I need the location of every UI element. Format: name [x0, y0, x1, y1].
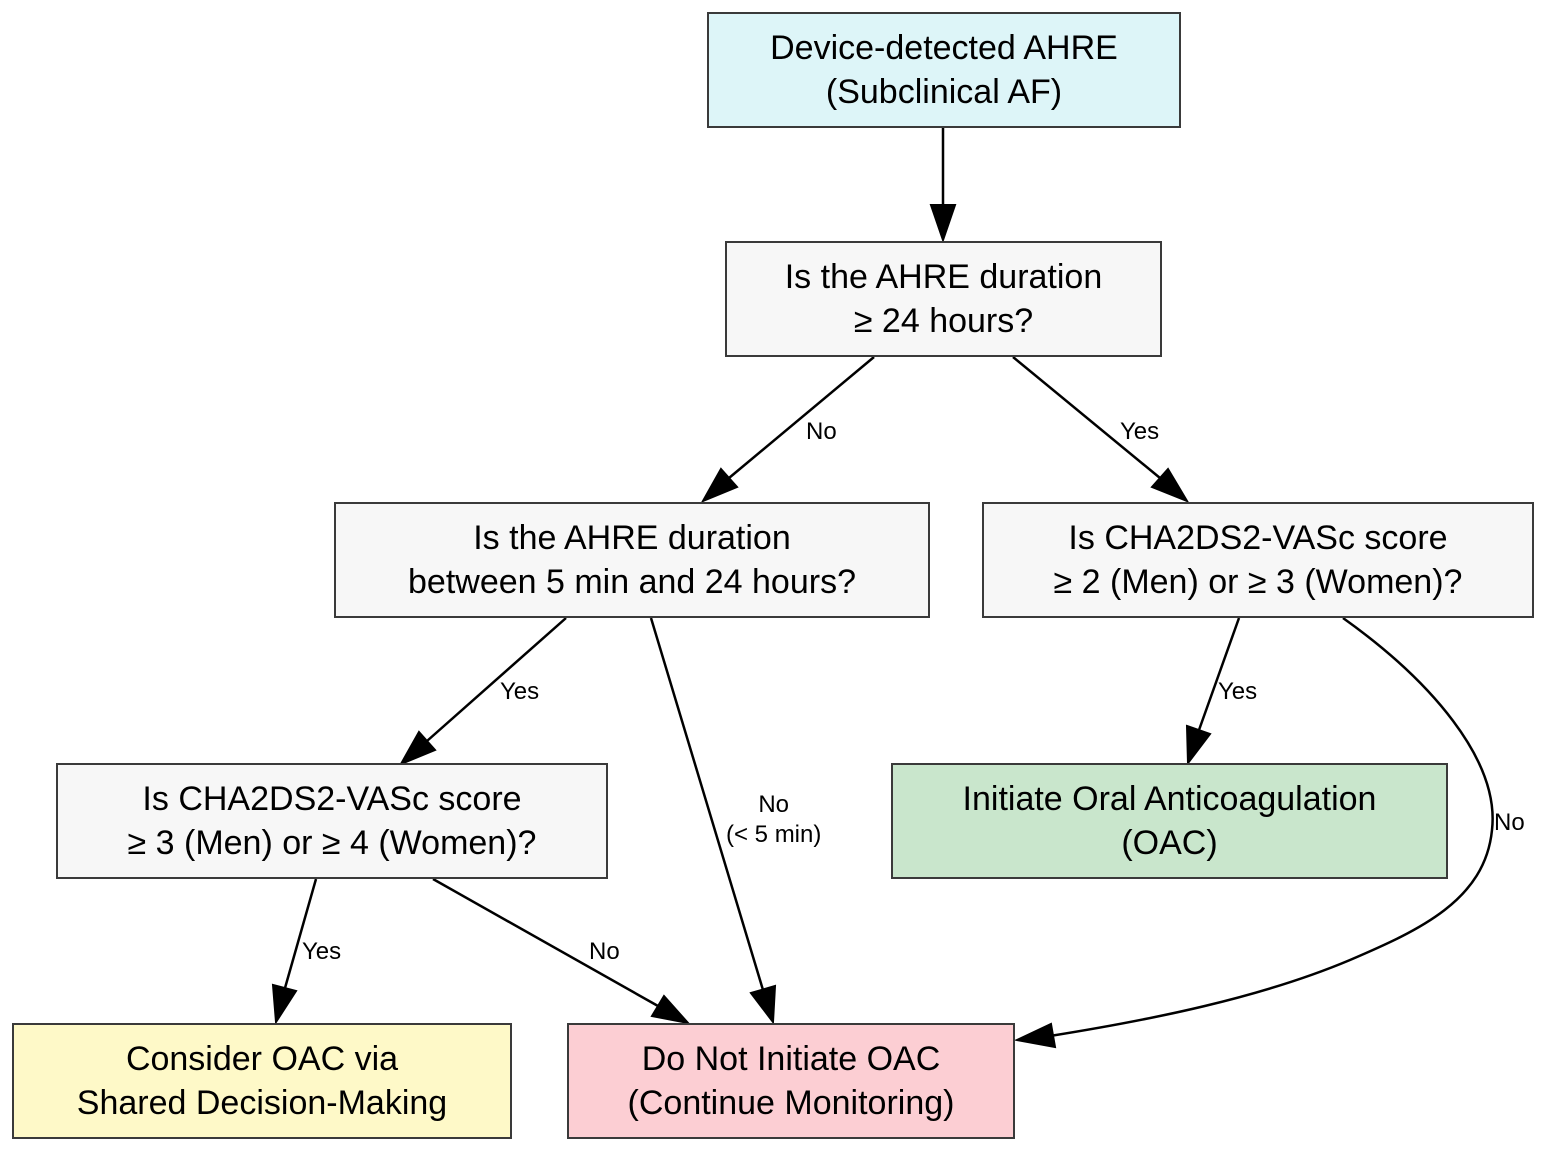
node-donot-line2: (Continue Monitoring)	[627, 1084, 955, 1122]
edge-label-q3-yes: Yes	[1218, 678, 1258, 705]
node-q3-chads-2-3: Is CHA2DS2-VASc score ≥ 2 (Men) or ≥ 3 (…	[982, 502, 1534, 618]
node-q1-line2: ≥ 24 hours?	[853, 302, 1034, 340]
edge-q3-to-donot	[1049, 616, 1494, 1038]
node-start-line1: Device-detected AHRE	[770, 29, 1118, 67]
arrowhead-q4-to-donot	[650, 994, 691, 1025]
node-q4-line1: Is CHA2DS2-VASc score	[142, 780, 522, 818]
arrowhead-q4-to-consider	[271, 983, 298, 1026]
node-q2-line2: between 5 min and 24 hours?	[408, 563, 856, 601]
arrowhead-q2-to-q4	[398, 730, 437, 767]
edge-label-q2-no-line2: (< 5 min)	[726, 821, 822, 848]
node-start: Device-detected AHRE (Subclinical AF)	[707, 12, 1181, 128]
node-do-not-initiate-oac: Do Not Initiate OAC (Continue Monitoring…	[567, 1023, 1015, 1139]
node-consider-oac: Consider OAC via Shared Decision-Making	[12, 1023, 512, 1139]
node-q1-duration-24h: Is the AHRE duration ≥ 24 hours?	[725, 241, 1162, 357]
arrowhead-q1-to-q2	[700, 467, 739, 504]
edge-q1-to-q3	[1012, 356, 1161, 479]
edge-q3-to-initiate	[1197, 617, 1241, 731]
edge-label-q4-yes: Yes	[302, 938, 342, 965]
edge-label-q1-no: No	[806, 418, 837, 445]
node-donot-line1: Do Not Initiate OAC	[641, 1040, 941, 1078]
edge-q2-to-q4	[426, 617, 567, 742]
node-consider-line2: Shared Decision-Making	[76, 1084, 448, 1122]
node-q4-chads-3-4: Is CHA2DS2-VASc score ≥ 3 (Men) or ≥ 4 (…	[56, 763, 608, 879]
edge-q1-to-q2	[728, 356, 875, 479]
edge-label-q2-no-line1: No	[758, 791, 790, 818]
node-start-line2: (Subclinical AF)	[825, 73, 1063, 111]
edge-label-q3-no: No	[1494, 809, 1525, 836]
arrowhead-start-to-q1	[929, 204, 957, 244]
arrowhead-q1-to-q3	[1150, 467, 1190, 504]
arrowhead-q2-to-donot	[749, 984, 777, 1025]
node-q3-line1: Is CHA2DS2-VASc score	[1068, 519, 1448, 557]
node-q4-line2: ≥ 3 (Men) or ≥ 4 (Women)?	[127, 824, 537, 862]
edge-q4-to-consider	[283, 878, 318, 989]
node-q2-line1: Is the AHRE duration	[473, 519, 791, 557]
edge-q4-to-donot	[432, 877, 659, 1008]
node-consider-line1: Consider OAC via	[125, 1040, 399, 1078]
node-q3-line2: ≥ 2 (Men) or ≥ 3 (Women)?	[1053, 563, 1463, 601]
node-q2-duration-5min-24h: Is the AHRE duration between 5 min and 2…	[334, 502, 930, 618]
arrowhead-q3-to-donot	[1013, 1022, 1057, 1049]
edge-label-q2-yes: Yes	[500, 678, 540, 705]
node-initiate-line2: (OAC)	[1121, 824, 1218, 862]
node-initiate-oac: Initiate Oral Anticoagulation (OAC)	[891, 763, 1448, 879]
edge-label-q1-yes: Yes	[1120, 418, 1160, 445]
edge-label-q2-no: No (< 5 min)	[726, 790, 821, 850]
edge-q2-to-donot	[649, 617, 765, 991]
node-q1-line1: Is the AHRE duration	[784, 258, 1103, 296]
edge-label-q4-no: No	[589, 938, 620, 965]
node-initiate-line1: Initiate Oral Anticoagulation	[962, 780, 1377, 818]
arrowhead-q3-to-initiate	[1185, 724, 1212, 766]
